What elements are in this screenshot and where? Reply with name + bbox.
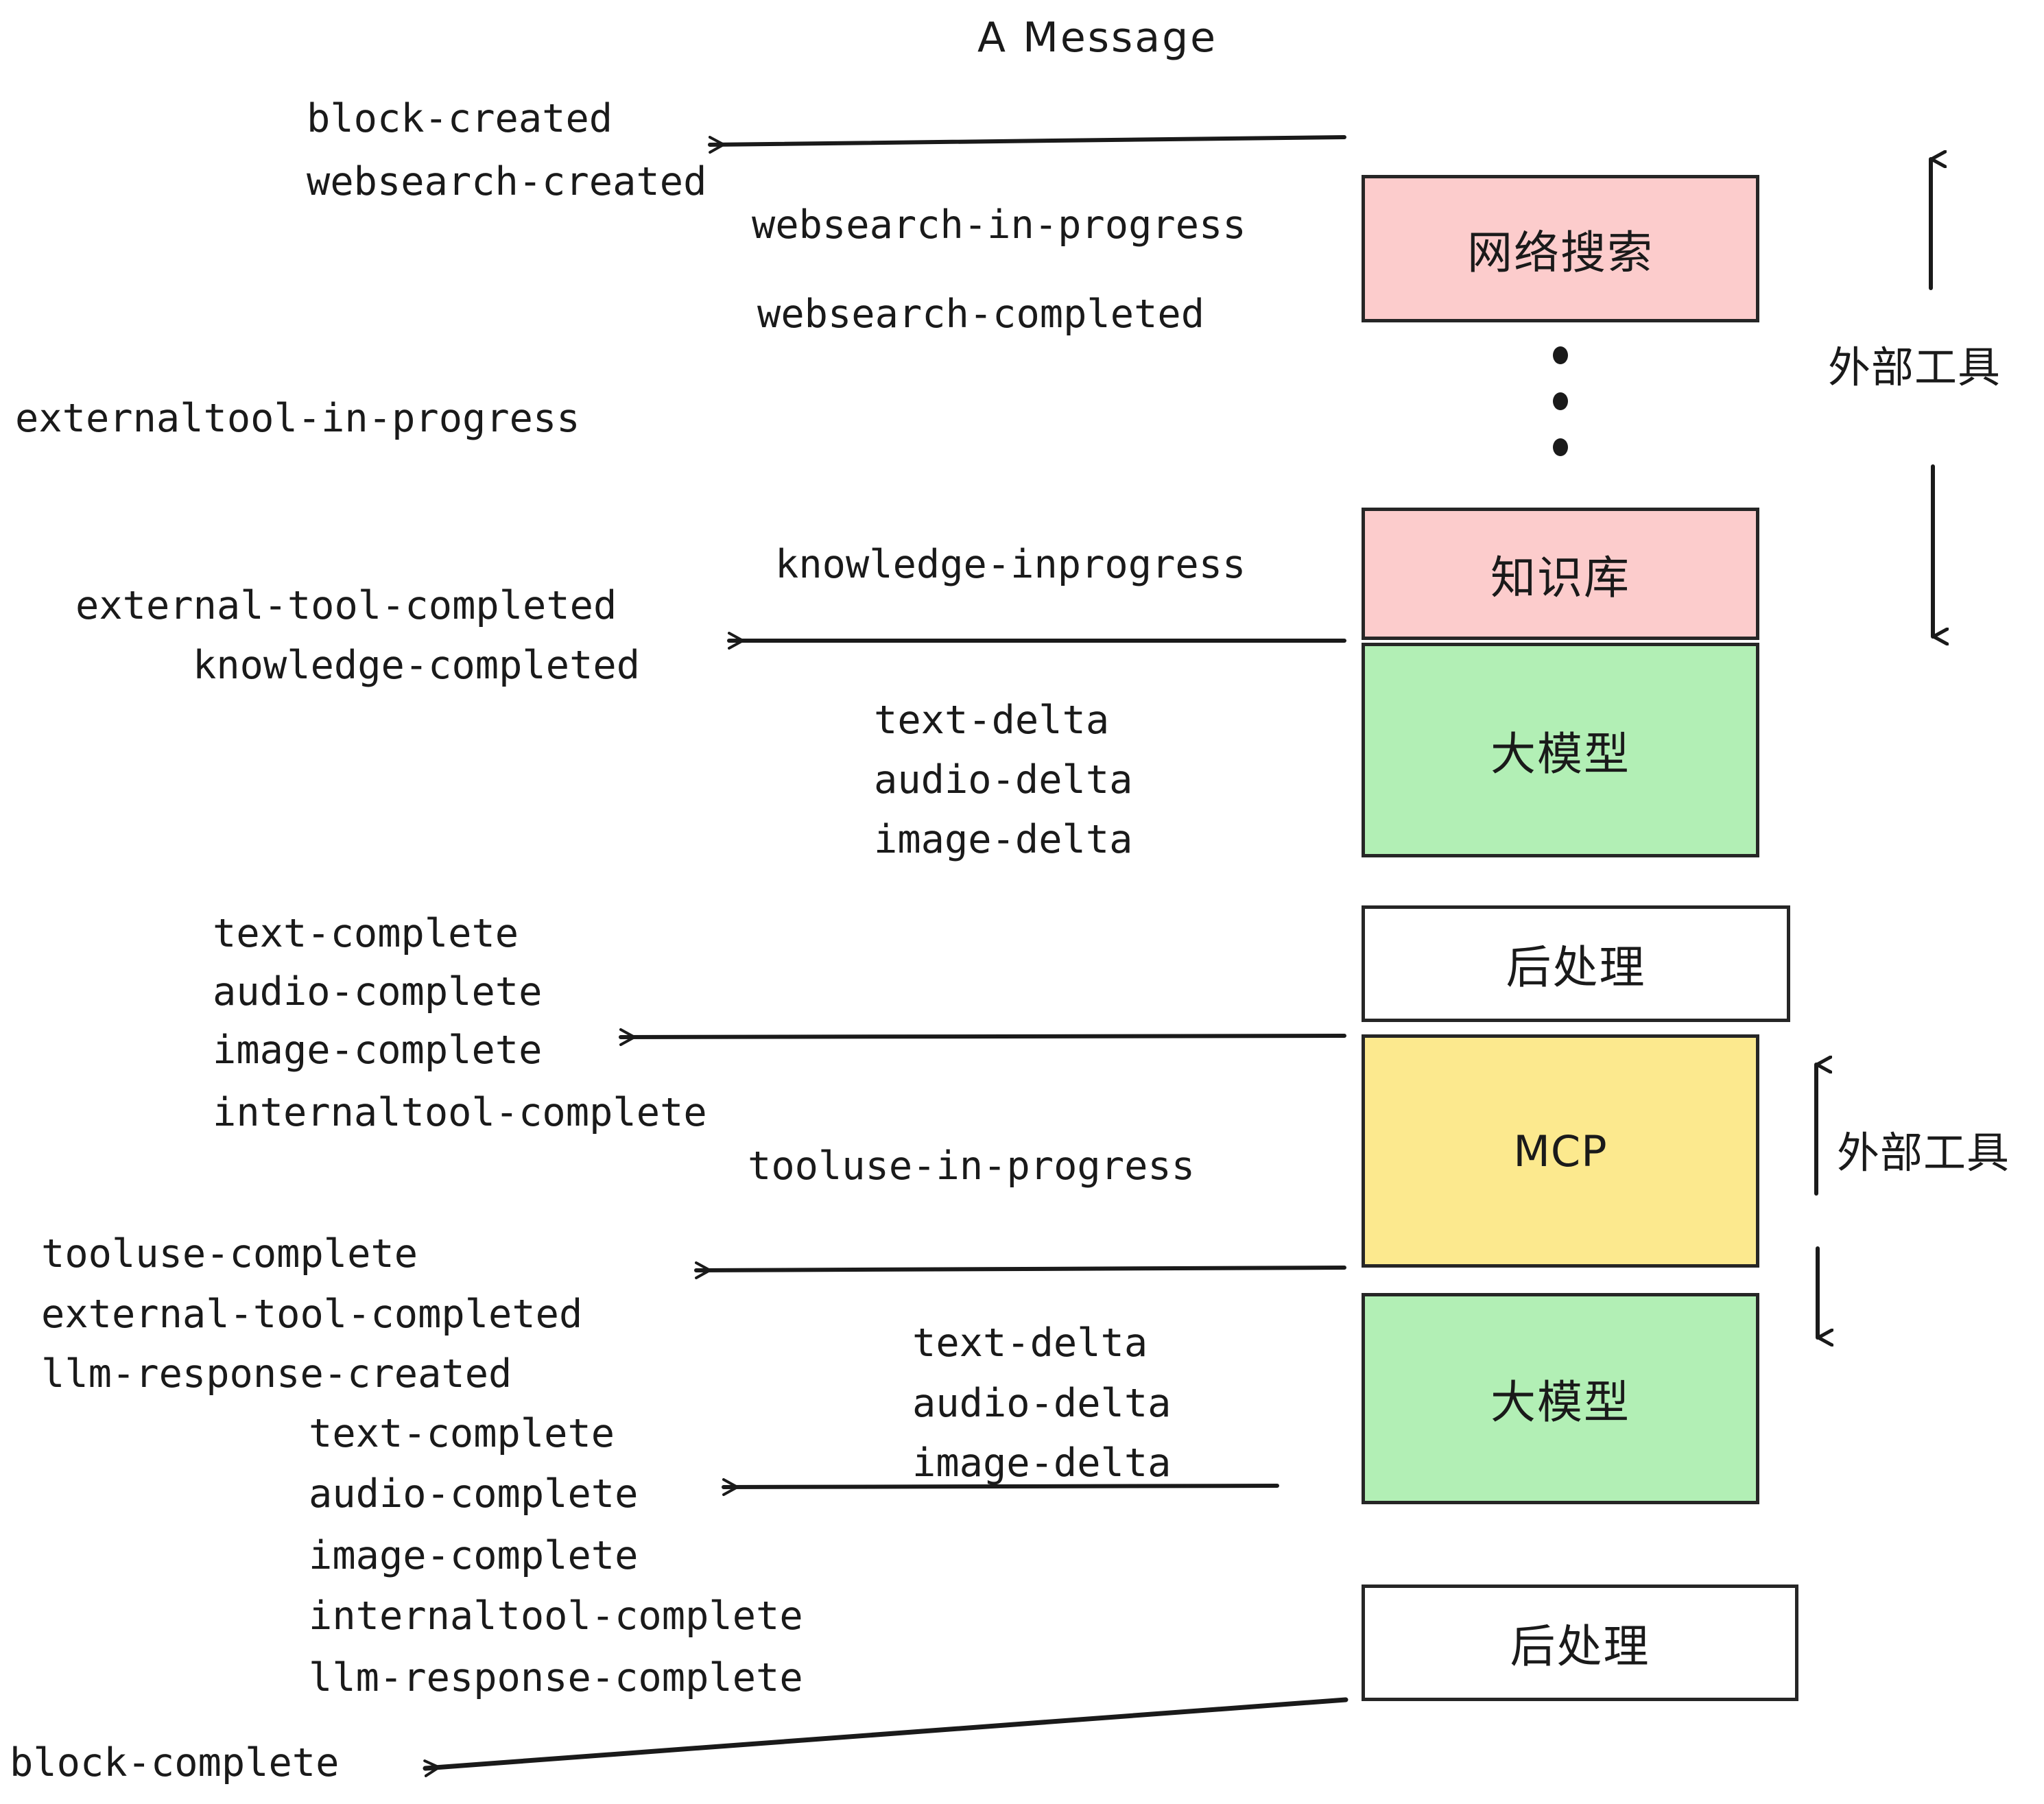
node-mcp[interactable]: MCP [1362,1034,1759,1268]
event-image-delta-1: image-delta [874,817,1133,862]
node-llm-1-label: 大模型 [1490,727,1630,781]
group-label-external-tools-top: 外部工具 [1828,333,2001,394]
node-postprocess-2[interactable]: 后处理 [1362,1585,1798,1701]
ellipsis-dot [1553,392,1568,410]
arrow-llm1-to-image-complete [619,1028,1346,1046]
diagram-title: A Message [977,14,1218,62]
node-postprocess-1[interactable]: 后处理 [1362,905,1790,1022]
event-externaltool-in-progress: externaltool-in-progress [15,396,580,441]
event-image-delta-2: image-delta [912,1440,1172,1486]
group-label-external-tools-top-text: 外部工具 [1828,342,2001,392]
event-audio-delta-2: audio-delta [912,1381,1172,1426]
event-image-complete-1: image-complete [213,1028,543,1073]
node-websearch-label: 网络搜索 [1467,226,1654,279]
event-knowledge-completed: knowledge-completed [193,643,641,688]
vertical-ellipsis-icon [1552,346,1569,456]
node-llm-2[interactable]: 大模型 [1362,1293,1759,1504]
node-knowledge[interactable]: 知识库 [1362,508,1759,640]
event-external-tool-completed-2: external-tool-completed [41,1292,583,1337]
event-websearch-in-progress: websearch-in-progress [752,202,1246,248]
group-label-external-tools-bottom-text: 外部工具 [1837,1128,2010,1178]
event-internaltool-complete-2: internaltool-complete [309,1593,803,1639]
external-tools-bottom-range-arrow [1814,1065,1818,1338]
event-websearch-completed: websearch-completed [757,292,1205,337]
ellipsis-dot [1553,346,1568,364]
node-llm-1[interactable]: 大模型 [1362,643,1759,857]
node-websearch[interactable]: 网络搜索 [1362,175,1759,322]
external-tools-top-range-arrow [1929,159,1933,637]
event-text-delta-1: text-delta [874,698,1110,743]
group-label-external-tools-bottom: 外部工具 [1837,1118,2010,1180]
event-text-complete-2: text-complete [309,1411,615,1456]
event-audio-complete-2: audio-complete [309,1471,639,1517]
node-knowledge-label: 知识库 [1490,551,1630,604]
node-postprocess-2-label: 后处理 [1510,1620,1650,1673]
node-llm-2-label: 大模型 [1490,1376,1630,1429]
arrow-postprocess2-to-block-complete [423,1697,1348,1777]
event-text-delta-2: text-delta [912,1320,1148,1366]
event-audio-delta-1: audio-delta [874,757,1133,803]
event-block-complete: block-complete [10,1740,340,1785]
event-text-complete-1: text-complete [213,911,519,956]
arrow-websearch-to-block-created [708,135,1346,154]
node-mcp-label: MCP [1513,1126,1608,1176]
event-internaltool-complete-1: internaltool-complete [213,1090,707,1135]
arrow-llm2-to-audio-complete [722,1478,1279,1496]
event-external-tool-completed-1: external-tool-completed [75,583,617,628]
node-postprocess-1-label: 后处理 [1506,941,1646,994]
event-llm-response-complete: llm-response-complete [309,1655,803,1700]
event-websearch-created: websearch-created [307,159,707,204]
event-image-complete-2: image-complete [309,1533,639,1578]
event-tooluse-in-progress: tooluse-in-progress [748,1143,1196,1189]
event-knowledge-inprogress: knowledge-inprogress [775,542,1246,587]
event-tooluse-complete: tooluse-complete [41,1231,418,1277]
event-audio-complete-1: audio-complete [213,969,543,1014]
ellipsis-dot [1553,438,1568,456]
event-block-created: block-created [307,96,613,141]
event-llm-response-created: llm-response-created [41,1351,512,1397]
arrow-mcp-to-tooluse-complete [694,1261,1346,1279]
